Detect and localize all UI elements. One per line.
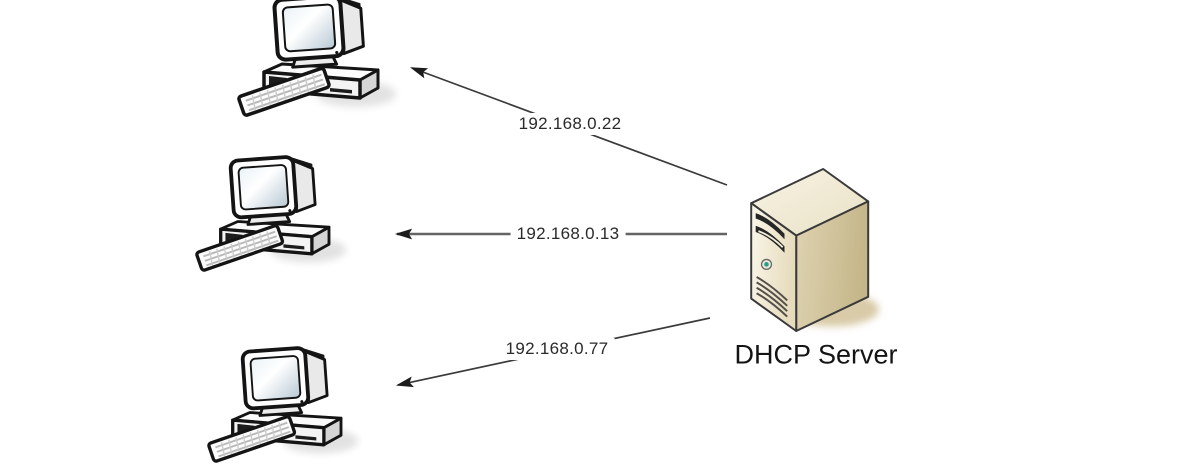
ip-label-2: 192.168.0.13 bbox=[510, 223, 626, 245]
ip-label-1: 192.168.0.22 bbox=[512, 113, 628, 135]
ip-label-3-text: 192.168.0.77 bbox=[505, 339, 609, 358]
ip-label-2-text: 192.168.0.13 bbox=[516, 224, 620, 243]
ip-label-3: 192.168.0.77 bbox=[499, 338, 615, 360]
client-computer-icon-2 bbox=[196, 153, 346, 270]
client-computer-icon-3 bbox=[208, 344, 358, 461]
client-computer-icon-1 bbox=[238, 0, 396, 116]
dhcp-server-icon bbox=[751, 169, 879, 331]
server-label-text: DHCP Server bbox=[734, 339, 898, 370]
server-label: DHCP Server bbox=[734, 340, 897, 371]
ip-label-1-text: 192.168.0.22 bbox=[518, 114, 622, 133]
